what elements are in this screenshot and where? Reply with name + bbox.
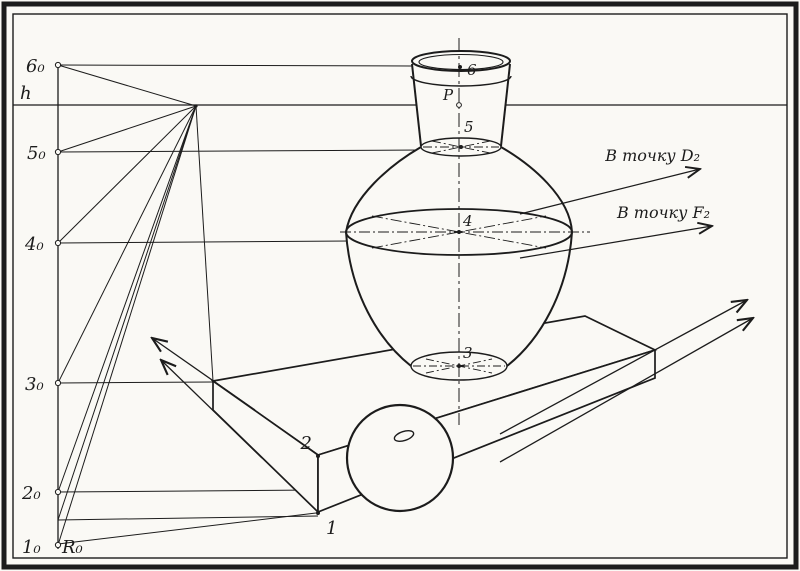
construction-lines (13, 61, 787, 549)
label-point-p: P (442, 86, 454, 104)
label-4-0: 4₀ (24, 234, 44, 255)
point-4 (457, 230, 461, 234)
sphere-outline (345, 403, 455, 513)
sphere (345, 403, 455, 513)
label-1-0: 1₀ (22, 537, 41, 558)
labels: 6₀ h 5₀ 4₀ 3₀ 2₀ 1₀ R₀ 6 P 5 4 3 2 1 В т… (20, 56, 710, 558)
label-h: h (20, 83, 32, 104)
sphere-hole (393, 430, 415, 442)
inner-frame (12, 13, 788, 559)
point-2 (316, 454, 320, 458)
arrow-to-d2 (519, 169, 700, 215)
left-extension-arrow-1 (152, 338, 256, 411)
right-extension-arrow-1 (499, 300, 747, 435)
edge-extension-arrows-left (152, 338, 263, 459)
vase-lip-line (410, 75, 512, 87)
label-point-4: 4 (462, 212, 473, 230)
label-3-0: 3₀ (25, 374, 44, 395)
point-p (456, 102, 462, 108)
point-markers (316, 65, 463, 515)
scale-point-markers (54, 61, 62, 549)
left-extension-arrow-2 (161, 360, 263, 459)
level4-diameters (340, 215, 590, 249)
point-6 (458, 65, 462, 69)
label-point-2: 2 (300, 433, 312, 454)
vase-body-right (506, 231, 573, 367)
vase-shoulder-right (500, 146, 573, 233)
label-to-point-f2: В точку F₂ (616, 203, 710, 222)
point-1 (316, 511, 320, 515)
right-extension-arrow-2 (499, 318, 753, 463)
label-r-0: R₀ (61, 537, 83, 558)
label-2-0: 2₀ (21, 483, 41, 504)
label-point-6: 6 (467, 61, 477, 79)
vase-body-left (345, 231, 412, 367)
distant-point-arrows (519, 169, 712, 259)
point-3 (457, 364, 461, 368)
projection-fan (57, 64, 214, 546)
label-5-0: 5₀ (27, 143, 46, 164)
vanishing-point (194, 104, 198, 108)
arrow-to-f2 (519, 226, 712, 259)
edge-extension-arrows-right (499, 300, 753, 463)
vase-mouth-ellipse (411, 50, 511, 72)
label-point-3: 3 (463, 344, 473, 362)
vase-mouth-inner-ellipse (418, 53, 504, 71)
label-point-1: 1 (326, 518, 337, 539)
vase-shoulder-left (345, 146, 422, 233)
point-5 (459, 145, 463, 149)
label-to-point-d2: В точку D₂ (604, 146, 700, 165)
label-6-0: 6₀ (26, 56, 45, 77)
vase-neck-left (411, 63, 422, 147)
label-point-5: 5 (464, 118, 474, 136)
vase-neck-right (500, 63, 511, 147)
